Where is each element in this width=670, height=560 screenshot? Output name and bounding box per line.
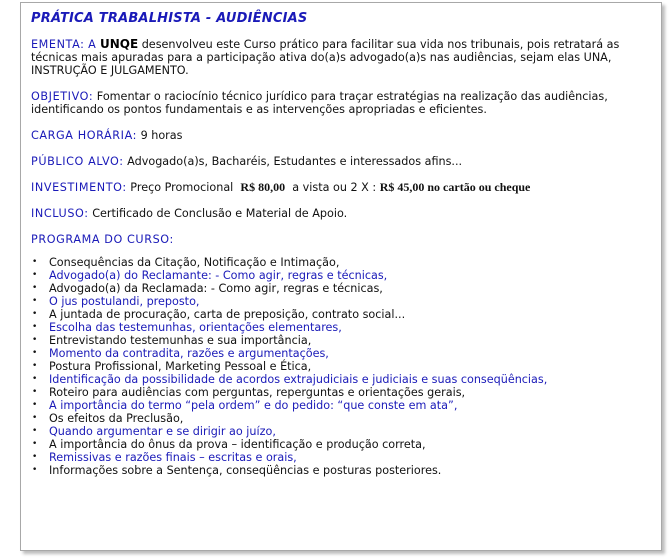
list-item: •Consequências da Citação, Notificação e… <box>32 256 340 269</box>
investimento-label: INVESTIMENTO: <box>31 181 127 194</box>
list-item: •Escolha das testemunhas, orientações el… <box>32 321 342 334</box>
publico-text: Advogado(a)s, Bacharéis, Estudantes e in… <box>127 155 463 168</box>
list-item: •Postura Profissional, Marketing Pessoal… <box>32 360 312 373</box>
publico-section: PÚBLICO ALVO: Advogado(a)s, Bacharéis, E… <box>31 155 655 168</box>
ementa-text: desenvolveu este Curso prático para faci… <box>31 38 620 77</box>
objetivo-label: OBJETIVO: <box>31 90 94 103</box>
list-item: •A importância do termo “pela ordem” e d… <box>32 399 458 412</box>
carga-text: 9 horas <box>140 129 183 142</box>
list-item: •Quando argumentar e se dirigir ao juízo… <box>32 425 276 438</box>
ementa-pre: A <box>88 38 97 51</box>
objetivo-section: OBJETIVO: Fomentar o raciocínio técnico … <box>31 90 655 116</box>
list-item: •Roteiro para audiências com perguntas, … <box>32 386 466 399</box>
incluso-section: INCLUSO: Certificado de Conclusão e Mate… <box>31 207 655 220</box>
carga-label: CARGA HORÁRIA: <box>31 129 138 142</box>
price-installment: R$ 45,00 no cartão ou cheque <box>379 180 531 194</box>
investimento-section: INVESTIMENTO: Preço Promocional R$ 80,00… <box>31 180 655 195</box>
incluso-text: Certificado de Conclusão e Material de A… <box>92 207 348 220</box>
investimento-text-1: Preço Promocional <box>130 181 234 194</box>
objetivo-text: Fomentar o raciocínio técnico jurídico p… <box>31 90 608 116</box>
list-item: •Advogado(a) da Reclamada: - Como agir, … <box>32 282 383 295</box>
ementa-label: EMENTA: <box>31 38 85 51</box>
list-item: •Informações sobre a Sentença, conseqüên… <box>32 464 442 477</box>
list-item: •Momento da contradita, razões e argumen… <box>32 347 329 360</box>
publico-label: PÚBLICO ALVO: <box>31 155 124 168</box>
list-item: •Identificação da possibilidade de acord… <box>32 373 548 386</box>
list-item: •Remissivas e razões finais – escritas e… <box>32 451 297 464</box>
price-promo: R$ 80,00 <box>240 180 286 194</box>
investimento-text-2: a vista ou 2 X : <box>292 181 377 194</box>
list-item: •Os efeitos da Preclusão, <box>32 412 184 425</box>
list-item: •A importância do ônus da prova – identi… <box>32 438 426 451</box>
brand-name: UNQE <box>99 37 139 51</box>
list-item: •A juntada de procuração, carta de prepo… <box>32 308 406 321</box>
incluso-label: INCLUSO: <box>31 207 89 220</box>
programa-label: PROGRAMA DO CURSO: <box>31 233 174 246</box>
course-description: PRÁTICA TRABALHISTA - AUDIÊNCIAS EMENTA:… <box>31 11 655 477</box>
content-panel: PRÁTICA TRABALHISTA - AUDIÊNCIAS EMENTA:… <box>20 2 662 551</box>
list-item: •Advogado(a) do Reclamante: - Como agir,… <box>32 269 388 282</box>
list-item: •O jus postulandi, preposto, <box>32 295 200 308</box>
list-item: •Entrevistando testemunhas e sua importâ… <box>32 334 312 347</box>
carga-section: CARGA HORÁRIA: 9 horas <box>31 129 655 142</box>
program-list: •Consequências da Citação, Notificação e… <box>31 256 655 477</box>
page-title: PRÁTICA TRABALHISTA - AUDIÊNCIAS <box>31 11 308 26</box>
ementa-section: EMENTA: A UNQE desenvolveu este Curso pr… <box>31 37 655 78</box>
